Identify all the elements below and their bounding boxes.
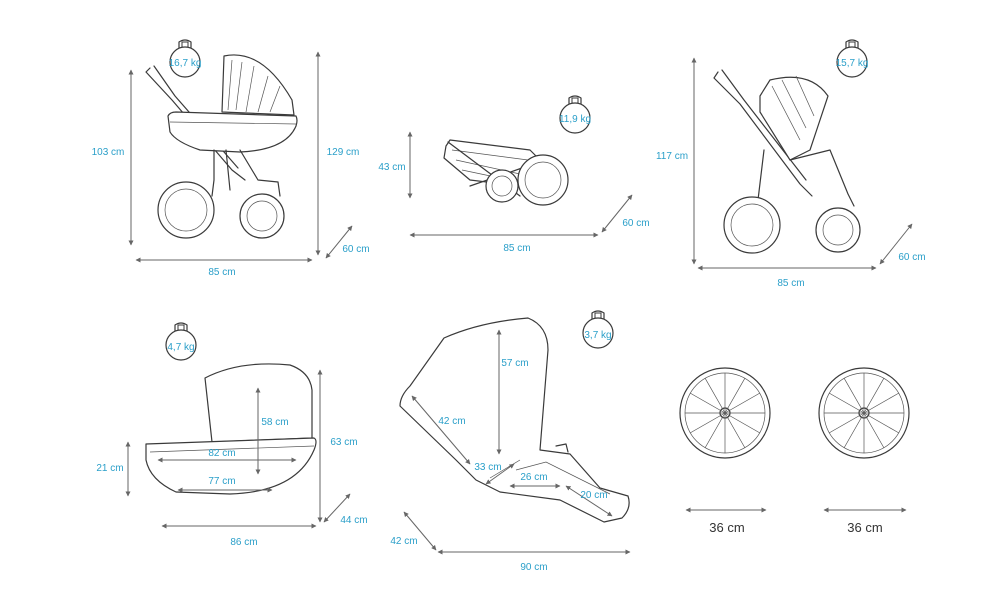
seat-depth-label: 33 cm (474, 462, 501, 473)
carrycot-top-length-label: 82 cm (208, 448, 235, 459)
pram-length-label: 85 cm (208, 267, 235, 278)
front-wheel (679, 367, 771, 459)
carrycot-inner-height-label: 58 cm (261, 417, 288, 428)
carrycot: 58 cm 82 cm 77 cm 21 cm 63 cm 86 cm 44 c… (96, 322, 368, 548)
folded-weight-label: 11,9 kg (559, 114, 591, 125)
seat-length-label: 90 cm (520, 562, 547, 573)
rear-wheel (818, 367, 910, 459)
carrycot-width-label: 44 cm (340, 515, 367, 526)
pram-with-carrycot: 16,7 kg 103 cm 129 cm 85 cm 60 cm (92, 39, 370, 278)
seat-back-height-label: 57 cm (501, 358, 528, 369)
seat-back-depth-label: 42 cm (438, 416, 465, 427)
folded-stroller: 11,9 kg 43 cm 85 cm 60 cm (378, 95, 650, 254)
folded-width-label: 60 cm (622, 218, 649, 229)
wheels: 36 cm 36 cm (679, 367, 910, 535)
stroller-with-seat: 15,7 kg 117 cm 85 cm 60 cm (656, 39, 926, 289)
pram-width-label: 60 cm (342, 244, 369, 255)
carrycot-body-height-label: 21 cm (96, 463, 123, 474)
carrycot-bottom-length-label: 77 cm (208, 476, 235, 487)
carrycot-weight-label: 4,7 kg (167, 342, 194, 353)
stroller-width-label: 60 cm (898, 252, 925, 263)
stroller-weight-label: 15,7 kg (836, 58, 869, 69)
stroller-length-label: 85 cm (777, 278, 804, 289)
seat-unit: 57 cm 42 cm 33 cm 26 cm 20 cm 42 cm 90 c… (390, 310, 631, 573)
pram-height-label: 103 cm (92, 147, 125, 158)
folded-height-label: 43 cm (378, 162, 405, 173)
stroller-height-label: 117 cm (656, 151, 688, 162)
seat-width-inner-label: 26 cm (520, 472, 547, 483)
rear-wheel-size-label: 36 cm (847, 520, 882, 535)
seat-weight-label: 3,7 kg (584, 330, 611, 341)
pram-total-height-label: 129 cm (327, 147, 360, 158)
seat-footrest-label: 20 cm (580, 490, 607, 501)
front-wheel-size-label: 36 cm (709, 520, 744, 535)
carrycot-length-label: 86 cm (230, 537, 257, 548)
seat-width-label: 42 cm (390, 536, 417, 547)
pram-weight-label: 16,7 kg (169, 58, 202, 69)
folded-length-label: 85 cm (503, 243, 530, 254)
carrycot-total-height-label: 63 cm (330, 437, 357, 448)
